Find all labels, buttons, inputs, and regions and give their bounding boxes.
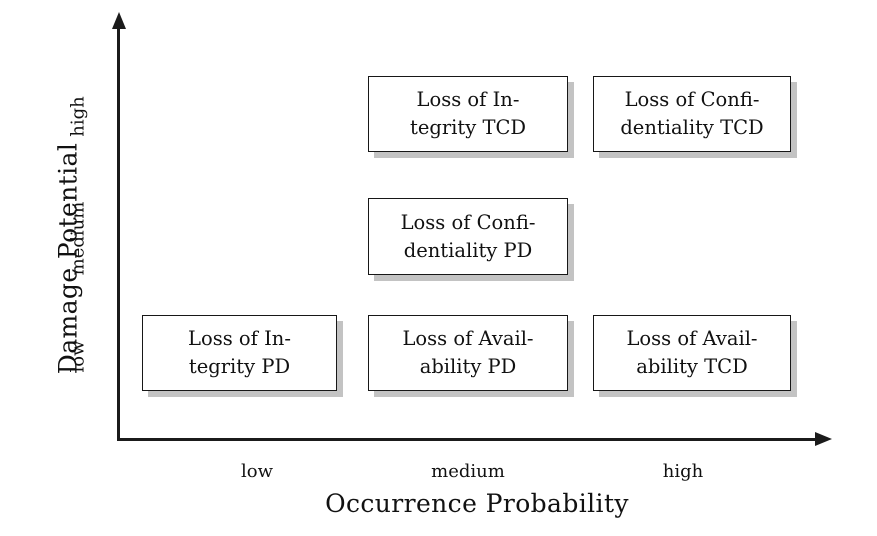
- x-axis-tick-medium: medium: [431, 461, 505, 482]
- risk-cell-line-1: Loss of Avail-: [402, 327, 534, 351]
- y-axis-line: [117, 26, 120, 441]
- risk-cell-line-1: Loss of Confi-: [400, 210, 536, 234]
- risk-cell-integrity-tcd[interactable]: Loss of In- tegrity TCD: [368, 76, 568, 152]
- risk-cell-availability-tcd[interactable]: Loss of Avail- ability TCD: [593, 315, 791, 391]
- risk-cell-line-2: dentiality TCD: [620, 116, 764, 139]
- risk-cell-line-1: Loss of Confi-: [624, 88, 760, 112]
- x-axis-line: [117, 438, 817, 441]
- risk-cell-line-1: Loss of In-: [416, 88, 520, 112]
- y-axis-tick-medium: medium: [67, 201, 89, 276]
- x-axis-title: Occurrence Probability: [325, 489, 629, 518]
- x-axis-arrowhead-icon: [815, 431, 832, 446]
- risk-cell-confidentiality-tcd[interactable]: Loss of Confi- dentiality TCD: [593, 76, 791, 152]
- risk-cell-availability-pd[interactable]: Loss of Avail- ability PD: [368, 315, 568, 391]
- risk-cell-line-2: dentiality PD: [403, 238, 533, 262]
- y-axis-tick-high: high: [67, 96, 89, 137]
- risk-cell-line-2: ability TCD: [636, 355, 748, 378]
- risk-cell-integrity-pd[interactable]: Loss of In- tegrity PD: [142, 315, 337, 391]
- risk-cell-line-2: tegrity TCD: [409, 116, 527, 139]
- y-axis-tick-low: low: [67, 340, 89, 373]
- x-axis-tick-high: high: [662, 461, 704, 482]
- risk-cell-line-1: Loss of In-: [188, 327, 291, 351]
- risk-cell-line-2: ability PD: [419, 355, 517, 378]
- risk-cell-line-2: tegrity PD: [188, 355, 291, 378]
- x-axis-tick-low: low: [240, 461, 273, 482]
- risk-cell-confidentiality-pd[interactable]: Loss of Confi- dentiality PD: [368, 198, 568, 275]
- y-axis-arrowhead-icon: [111, 12, 126, 29]
- risk-cell-line-1: Loss of Avail-: [626, 327, 758, 351]
